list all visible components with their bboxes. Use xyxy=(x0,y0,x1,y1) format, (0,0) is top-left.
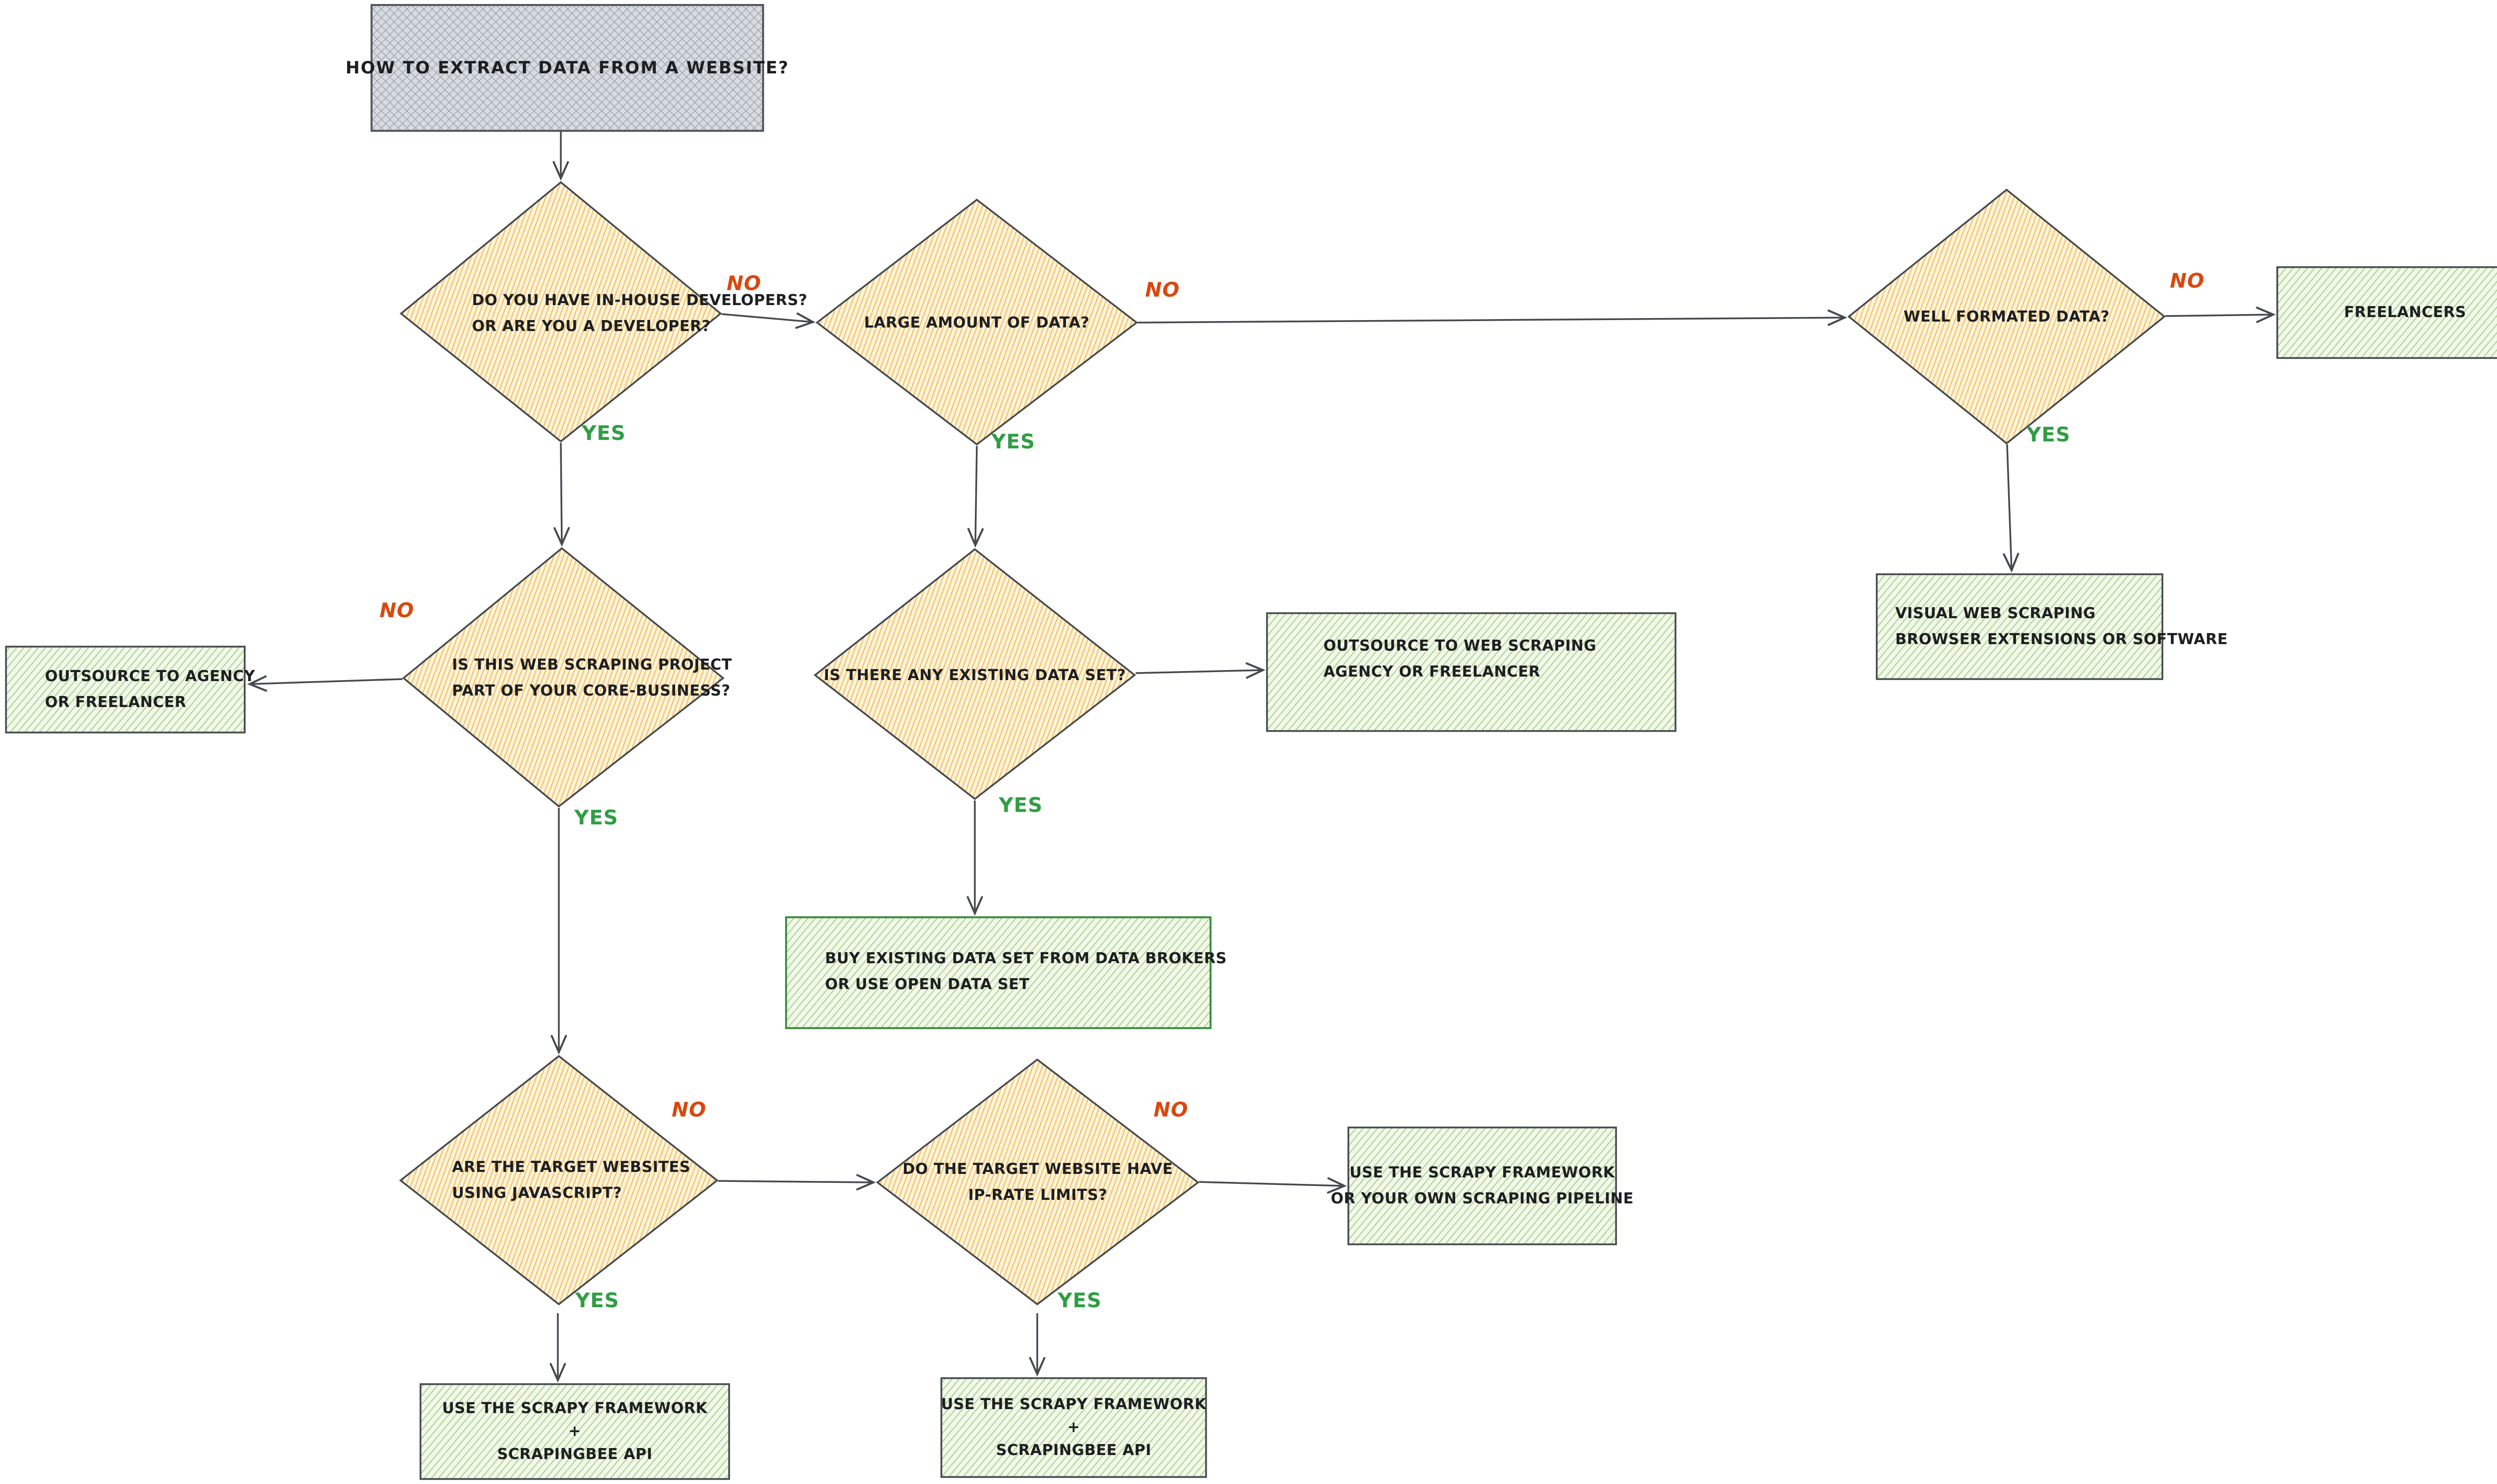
arrow-well-formatted-yes xyxy=(2002,444,2020,573)
decision-javascript-label: ARE THE TARGET WEBSITES USING JAVASCRIPT… xyxy=(452,1158,691,1202)
outcome-scrapy-pipeline-label: USE THE SCRAPY FRAMEWORK OR YOUR OWN SCR… xyxy=(1330,1164,1634,1207)
edge-label-well-formatted-yes: YES xyxy=(2027,423,2071,446)
outcome-scrapy-scrapingbee-mid-label: USE THE SCRAPY FRAMEWORK + SCRAPINGBEE A… xyxy=(941,1396,1207,1459)
decision-developers-label: DO YOU HAVE IN-HOUSE DEVELOPERS? OR ARE … xyxy=(472,292,808,335)
decision-well-formatted-label: WELL FORMATED DATA? xyxy=(1903,308,2110,326)
arrow-core-business-no xyxy=(247,675,403,692)
outcome-scrapy-scrapingbee-left-box xyxy=(419,1383,730,1480)
decision-existing-dataset-diamond xyxy=(814,548,1136,800)
decision-large-data-label: LARGE AMOUNT OF DATA? xyxy=(864,314,1090,332)
outcome-visual-tools-label: VISUAL WEB SCRAPING BROWSER EXTENSIONS O… xyxy=(1895,605,2228,648)
outcome-outsource-agency-box xyxy=(5,646,246,734)
edge-label-ip-rate-no: NO xyxy=(1154,1099,1189,1121)
decision-well-formatted-diamond xyxy=(1847,188,2166,445)
edge-label-well-formatted-no: NO xyxy=(2170,270,2205,293)
decision-existing-dataset-label: IS THERE ANY EXISTING DATA SET? xyxy=(824,667,1126,684)
decision-developers-diamond xyxy=(400,181,722,443)
edge-label-developers-yes: YES xyxy=(582,422,626,445)
arrow-developers-no xyxy=(721,312,816,329)
outcome-outsource-web-scraping-label: OUTSOURCE TO WEB SCRAPING AGENCY OR FREE… xyxy=(1323,637,1597,681)
title-node-box xyxy=(371,4,764,132)
edge-label-large-data-no: NO xyxy=(1145,279,1180,302)
edge-label-developers-no: NO xyxy=(727,272,762,295)
outcome-freelancers-label: FREELANCERS xyxy=(2344,304,2467,321)
arrow-large-data-yes xyxy=(967,445,984,548)
decision-core-business-label: IS THIS WEB SCRAPING PROJECT PART OF YOU… xyxy=(452,656,732,700)
edge-label-core-business-no: NO xyxy=(380,599,415,622)
arrow-existing-dataset-no xyxy=(1135,662,1265,679)
arrow-large-data-no xyxy=(1137,309,1847,327)
outcome-outsource-agency-label: OUTSOURCE TO AGENCY OR FREELANCER xyxy=(45,668,255,711)
outcome-scrapy-pipeline-box xyxy=(1347,1126,1617,1245)
edge-label-existing-dataset-yes: YES xyxy=(999,794,1043,817)
outcome-scrapy-scrapingbee-mid-box xyxy=(940,1377,1207,1478)
outcome-outsource-web-scraping-box xyxy=(1266,612,1676,732)
arrow-developers-yes xyxy=(553,442,570,547)
outcome-buy-dataset-label: BUY EXISTING DATA SET FROM DATA BROKERS … xyxy=(825,950,1227,993)
outcome-freelancers-box xyxy=(2276,266,2497,359)
edge-label-javascript-no: NO xyxy=(672,1099,707,1121)
arrow-ip-rate-no xyxy=(1199,1177,1347,1194)
title-node-label: HOW TO EXTRACT DATA FROM A WEBSITE? xyxy=(346,5,788,131)
decision-javascript-diamond xyxy=(399,1055,719,1306)
decision-ip-rate-diamond xyxy=(876,1058,1200,1306)
arrow-well-formatted-no xyxy=(2165,306,2276,324)
decision-ip-rate-label: DO THE TARGET WEBSITE HAVE IP-RATE LIMIT… xyxy=(902,1160,1173,1204)
decision-large-data-diamond xyxy=(816,198,1138,446)
edge-label-large-data-yes: YES xyxy=(991,430,1036,453)
decision-core-business-diamond xyxy=(402,547,725,808)
outcome-buy-dataset-box xyxy=(785,916,1212,1029)
title-text: HOW TO EXTRACT DATA FROM A WEBSITE? xyxy=(345,58,790,78)
edge-label-javascript-yes: YES xyxy=(575,1289,620,1312)
edge-label-core-business-yes: YES xyxy=(574,806,619,829)
outcome-scrapy-scrapingbee-left-label: USE THE SCRAPY FRAMEWORK + SCRAPINGBEE A… xyxy=(442,1400,708,1463)
edge-label-ip-rate-yes: YES xyxy=(1058,1289,1102,1312)
outcome-visual-tools-box xyxy=(1876,573,2163,680)
arrow-javascript-no xyxy=(718,1173,876,1191)
